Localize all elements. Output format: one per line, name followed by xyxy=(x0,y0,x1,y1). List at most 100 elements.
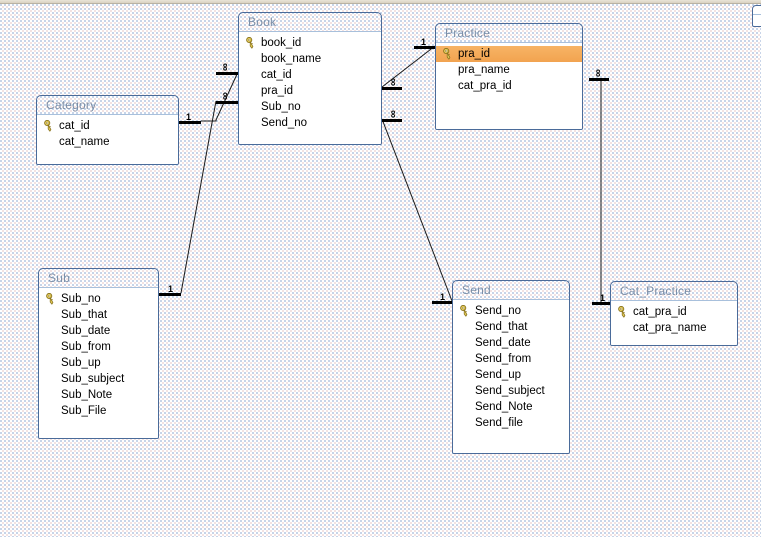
field-row[interactable]: cat_id xyxy=(239,67,381,83)
field-row[interactable]: book_id xyxy=(239,35,381,51)
field-label: Sub_date xyxy=(61,325,111,337)
cardinality-stub xyxy=(179,121,201,124)
field-row[interactable]: Send_from xyxy=(453,351,569,367)
field-label: cat_id xyxy=(261,69,292,81)
field-label: Sub_Note xyxy=(61,389,113,401)
field-label: Sub_up xyxy=(61,357,101,369)
cardinality-stub xyxy=(382,87,402,90)
table-box-category[interactable]: Category cat_id cat_name xyxy=(36,95,179,165)
cardinality-one-label: 1 xyxy=(168,284,174,294)
field-row[interactable]: Send_no xyxy=(239,115,381,131)
field-label: pra_name xyxy=(458,64,510,76)
field-row[interactable]: Send_up xyxy=(453,367,569,383)
field-row[interactable]: cat_name xyxy=(37,134,178,150)
primary-key-icon xyxy=(246,37,254,49)
field-label: cat_pra_id xyxy=(458,80,512,92)
field-row[interactable]: pra_id xyxy=(436,46,582,62)
field-row[interactable]: Sub_from xyxy=(39,339,158,355)
field-label: cat_pra_id xyxy=(633,306,687,318)
field-row[interactable]: Send_no xyxy=(453,303,569,319)
cardinality-many-label: ∞ xyxy=(386,78,399,85)
field-label: cat_id xyxy=(59,120,90,132)
field-row[interactable]: pra_id xyxy=(239,83,381,99)
table-title-category[interactable]: Category xyxy=(37,96,178,115)
toolbar-strip xyxy=(0,0,761,4)
field-row[interactable]: cat_pra_name xyxy=(611,320,737,336)
table-title-book[interactable]: Book xyxy=(239,13,381,32)
field-label: Sub_File xyxy=(61,405,107,417)
table-fields-cat_practice: cat_pra_id cat_pra_name xyxy=(611,301,737,345)
cardinality-stub xyxy=(589,78,609,81)
table-title-cat_practice[interactable]: Cat_Practice xyxy=(611,282,737,301)
field-row[interactable]: Sub_Note xyxy=(39,387,158,403)
cardinality-stub xyxy=(216,101,238,104)
field-row[interactable]: Sub_up xyxy=(39,355,158,371)
offscreen-table-edge[interactable] xyxy=(752,5,761,27)
field-label: Send_no xyxy=(475,305,522,317)
field-row[interactable]: Send_Note xyxy=(453,399,569,415)
field-label: Send_that xyxy=(475,321,528,333)
field-label: Send_subject xyxy=(475,385,545,397)
field-label: Send_up xyxy=(475,369,522,381)
field-label: Sub_from xyxy=(61,341,111,353)
table-title-practice[interactable]: Practice xyxy=(436,24,582,43)
field-label: book_id xyxy=(261,37,302,49)
primary-key-icon xyxy=(46,293,54,305)
relationship-line-sub-book xyxy=(180,100,217,294)
table-title-sub[interactable]: Sub xyxy=(39,269,158,288)
cardinality-many-label: ∞ xyxy=(218,92,231,99)
field-row[interactable]: book_name xyxy=(239,51,381,67)
field-row[interactable]: Send_that xyxy=(453,319,569,335)
field-label: Send_date xyxy=(475,337,531,349)
field-row[interactable]: Send_subject xyxy=(453,383,569,399)
field-row[interactable]: cat_pra_id xyxy=(611,304,737,320)
field-label: Send_Note xyxy=(475,401,533,413)
primary-key-icon xyxy=(618,306,626,318)
table-title-send[interactable]: Send xyxy=(453,281,569,300)
field-label: pra_id xyxy=(261,85,293,97)
cardinality-many-label: ∞ xyxy=(386,110,399,117)
field-label: book_name xyxy=(261,53,322,65)
cardinality-one-label: 1 xyxy=(440,292,446,302)
table-fields-category: cat_id cat_name xyxy=(37,115,178,164)
field-label: Send_from xyxy=(475,353,532,365)
field-row[interactable]: cat_pra_id xyxy=(436,78,582,94)
field-row[interactable]: Sub_no xyxy=(239,99,381,115)
table-box-practice[interactable]: Practice pra_id pra_name cat_pra_id xyxy=(435,23,583,130)
offscreen-table-header xyxy=(753,6,761,15)
field-label: Send_no xyxy=(261,117,308,129)
field-label: Sub_no xyxy=(61,293,101,305)
relationship-line-book-send xyxy=(381,118,453,302)
cardinality-stub xyxy=(159,293,181,296)
cardinality-stub xyxy=(432,301,452,304)
cardinality-one-label: 1 xyxy=(186,112,192,122)
field-label: Sub_that xyxy=(61,309,108,321)
field-label: Sub_no xyxy=(261,101,301,113)
primary-key-icon xyxy=(44,120,52,132)
field-row[interactable]: Sub_no xyxy=(39,291,158,307)
field-row[interactable]: Sub_File xyxy=(39,403,158,419)
field-row[interactable]: Send_file xyxy=(453,415,569,431)
field-label: pra_id xyxy=(458,48,490,60)
field-row[interactable]: Sub_date xyxy=(39,323,158,339)
field-row[interactable]: Sub_that xyxy=(39,307,158,323)
field-label: cat_pra_name xyxy=(633,322,707,334)
table-fields-practice: pra_id pra_name cat_pra_id xyxy=(436,43,582,129)
primary-key-icon xyxy=(460,305,468,317)
field-row[interactable]: Sub_subject xyxy=(39,371,158,387)
primary-key-icon xyxy=(443,48,451,60)
cardinality-stub xyxy=(216,72,238,75)
table-box-cat_practice[interactable]: Cat_Practice cat_pra_id cat_pra_name xyxy=(610,281,738,346)
field-row[interactable]: pra_name xyxy=(436,62,582,78)
cardinality-many-label: ∞ xyxy=(591,69,604,76)
field-row[interactable]: cat_id xyxy=(37,118,178,134)
field-row[interactable]: Send_date xyxy=(453,335,569,351)
field-label: Sub_subject xyxy=(61,373,125,385)
